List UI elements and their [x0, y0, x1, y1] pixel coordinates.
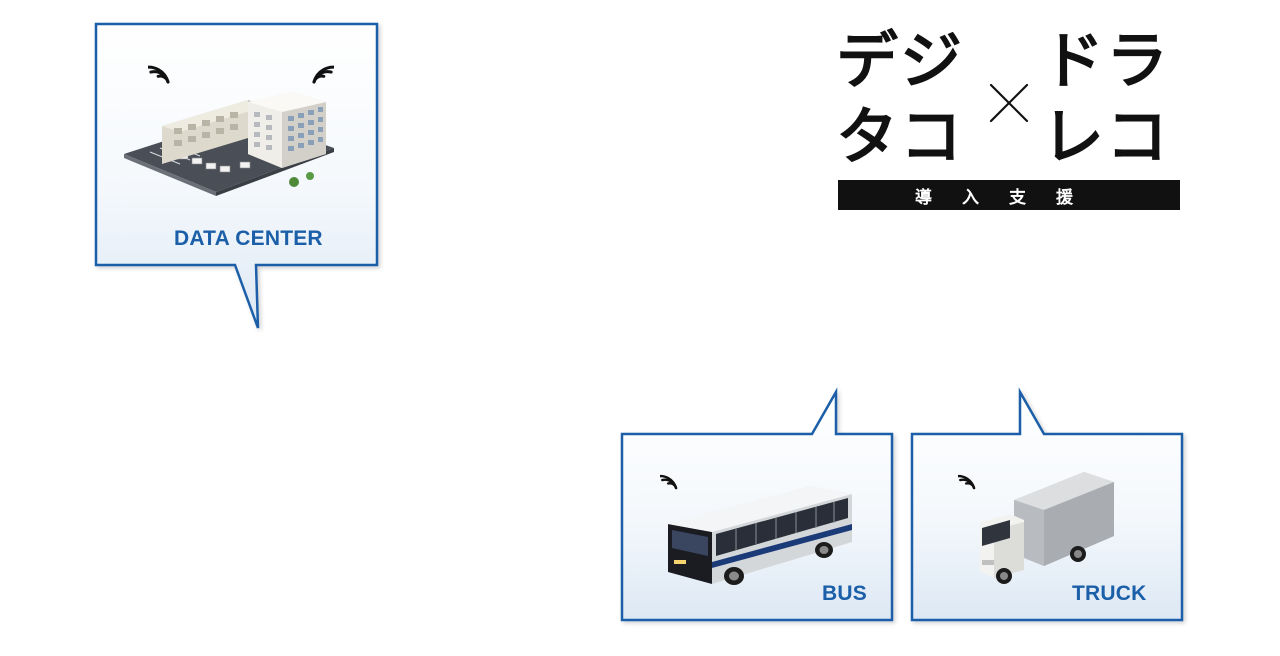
logo-text: デジ: [836, 24, 965, 97]
callout-label: TRUCK: [1072, 582, 1147, 605]
bus-callout: BUS: [620, 387, 900, 628]
logo-text: レコ: [1042, 100, 1171, 173]
wifi-signal-icon: [660, 474, 678, 490]
wifi-signal-icon: [958, 474, 976, 490]
wifi-signal-icon: [148, 65, 170, 84]
wifi-signal-icon: [312, 65, 334, 84]
logo-text: タコ: [836, 100, 965, 173]
truck-icon: [980, 472, 1114, 584]
data-center-callout: DATA CENTER: [94, 22, 384, 334]
logo-subtitle-bar: 導入支援: [838, 180, 1180, 210]
callout-label: DATA CENTER: [174, 227, 323, 250]
logo: デジ タコ ドラ レコ 導入支援: [836, 26, 1180, 212]
building-icon: [124, 92, 334, 196]
callout-label: BUS: [822, 582, 867, 605]
bus-icon: [668, 486, 852, 585]
logo-text: ドラ: [1042, 24, 1171, 97]
truck-callout: TRUCK: [910, 387, 1190, 628]
times-icon: [989, 83, 1029, 123]
